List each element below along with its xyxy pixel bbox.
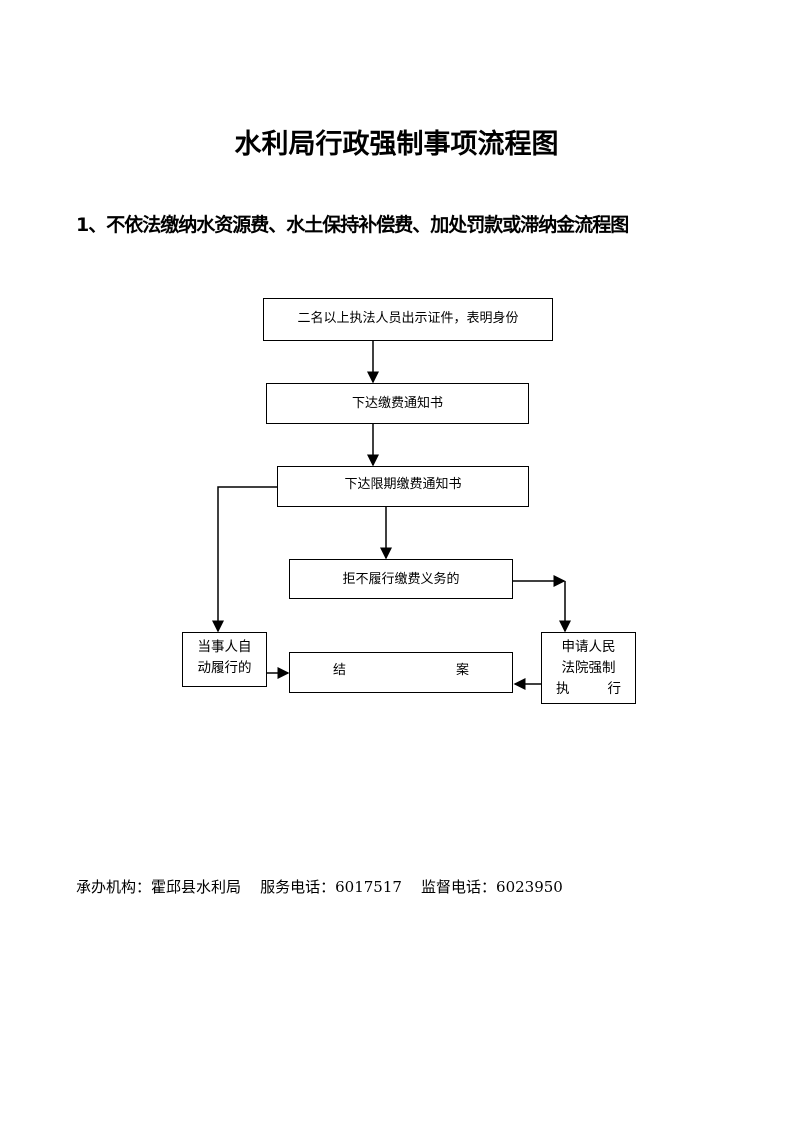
- step-identify: 二名以上执法人员出示证件，表明身份: [263, 298, 553, 341]
- court-line3b: 行: [607, 681, 622, 697]
- self-line1: 当事人自: [197, 639, 252, 655]
- court-line1: 申请人民: [561, 639, 616, 655]
- close-char-2: 案: [456, 663, 470, 678]
- page-title: 水利局行政强制事项流程图: [234, 129, 559, 160]
- supervise-phone: 6023950: [496, 878, 563, 896]
- step-deadline-notice: 下达限期缴费通知书: [277, 466, 529, 507]
- step-court-enforce: 申请人民 法院强制 执 行: [541, 632, 636, 704]
- court-line3a: 执: [556, 681, 570, 697]
- step-payment-notice: 下达缴费通知书: [266, 383, 529, 424]
- step-deadline-notice-label: 下达限期缴费通知书: [344, 477, 462, 492]
- section-heading: 1、不依法缴纳水资源费、水土保持补偿费、加处罚款或滞纳金流程图: [76, 214, 629, 236]
- service-label: 服务电话：: [260, 878, 336, 896]
- close-char-1: 结: [332, 663, 346, 678]
- service-phone: 6017517: [335, 878, 402, 896]
- step-close-case: 结 案: [289, 652, 513, 693]
- org-label: 承办机构：: [76, 878, 152, 896]
- court-line2: 法院强制: [561, 660, 616, 676]
- footer-contact: 承办机构：霍邱县水利局 服务电话：6017517 监督电话：6023950: [76, 876, 563, 897]
- supervise-label: 监督电话：: [421, 878, 497, 896]
- org-name: 霍邱县水利局: [151, 878, 242, 896]
- step-identify-label: 二名以上执法人员出示证件，表明身份: [297, 311, 519, 326]
- step-refuse: 拒不履行缴费义务的: [289, 559, 513, 599]
- step-self-comply: 当事人自 动履行的: [182, 632, 267, 687]
- step-payment-notice-label: 下达缴费通知书: [351, 396, 443, 411]
- step-refuse-label: 拒不履行缴费义务的: [342, 572, 460, 587]
- self-line2: 动履行的: [197, 660, 252, 676]
- arrow-3-self: [212, 486, 277, 633]
